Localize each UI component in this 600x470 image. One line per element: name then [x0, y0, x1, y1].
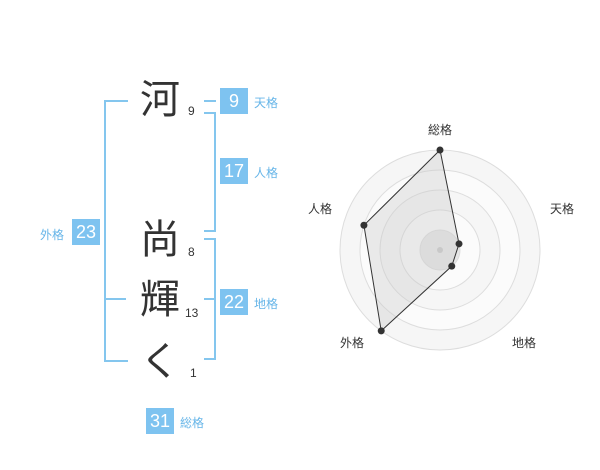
radar-axis-label-jinkaku: 人格: [308, 202, 333, 216]
gaikaku-bracket-mid: [104, 298, 126, 300]
soukaku-label: 総格: [180, 416, 205, 430]
name-char-3: 輝: [140, 277, 180, 323]
radar-axis-label-tenkaku: 天格: [550, 202, 575, 216]
name-char-1: 河: [140, 77, 180, 123]
chikaku-label: 地格: [254, 297, 279, 311]
gaikaku-badge: 23: [72, 219, 100, 245]
stroke-count-3: 13: [185, 306, 199, 320]
chikaku-badge: 22: [220, 289, 248, 315]
stroke-count-2: 8: [188, 245, 195, 259]
radar-point-2: [448, 262, 456, 270]
stroke-count-1: 9: [188, 104, 195, 118]
jinkaku-bracket: [204, 112, 216, 232]
radar-point-0: [436, 146, 444, 154]
jinkaku-label: 人格: [254, 166, 279, 180]
jinkaku-badge: 17: [220, 158, 248, 184]
chikaku-bracket-mid: [204, 298, 216, 300]
radar-point-1: [455, 240, 463, 248]
radar-point-3: [377, 327, 385, 335]
radar-axis-label-gaikaku: 外格: [340, 336, 365, 350]
soukaku-badge: 31: [146, 408, 174, 434]
radar-point-4: [360, 221, 368, 229]
radar-series-polygon: [363, 148, 460, 332]
stroke-count-4: 1: [190, 366, 197, 380]
radar-axis-label-soukaku: 総格: [428, 123, 453, 137]
gaikaku-bracket: [104, 100, 128, 362]
tenkaku-badge: 9: [220, 88, 248, 114]
name-char-4: く: [140, 339, 180, 385]
tenkaku-label: 天格: [254, 96, 279, 110]
radar-center: [437, 247, 443, 253]
gaikaku-label: 外格: [40, 228, 65, 242]
name-char-2: 尚: [140, 217, 180, 263]
tenkaku-bracket: [204, 100, 216, 102]
radar-axis-label-chikaku: 地格: [512, 336, 537, 350]
